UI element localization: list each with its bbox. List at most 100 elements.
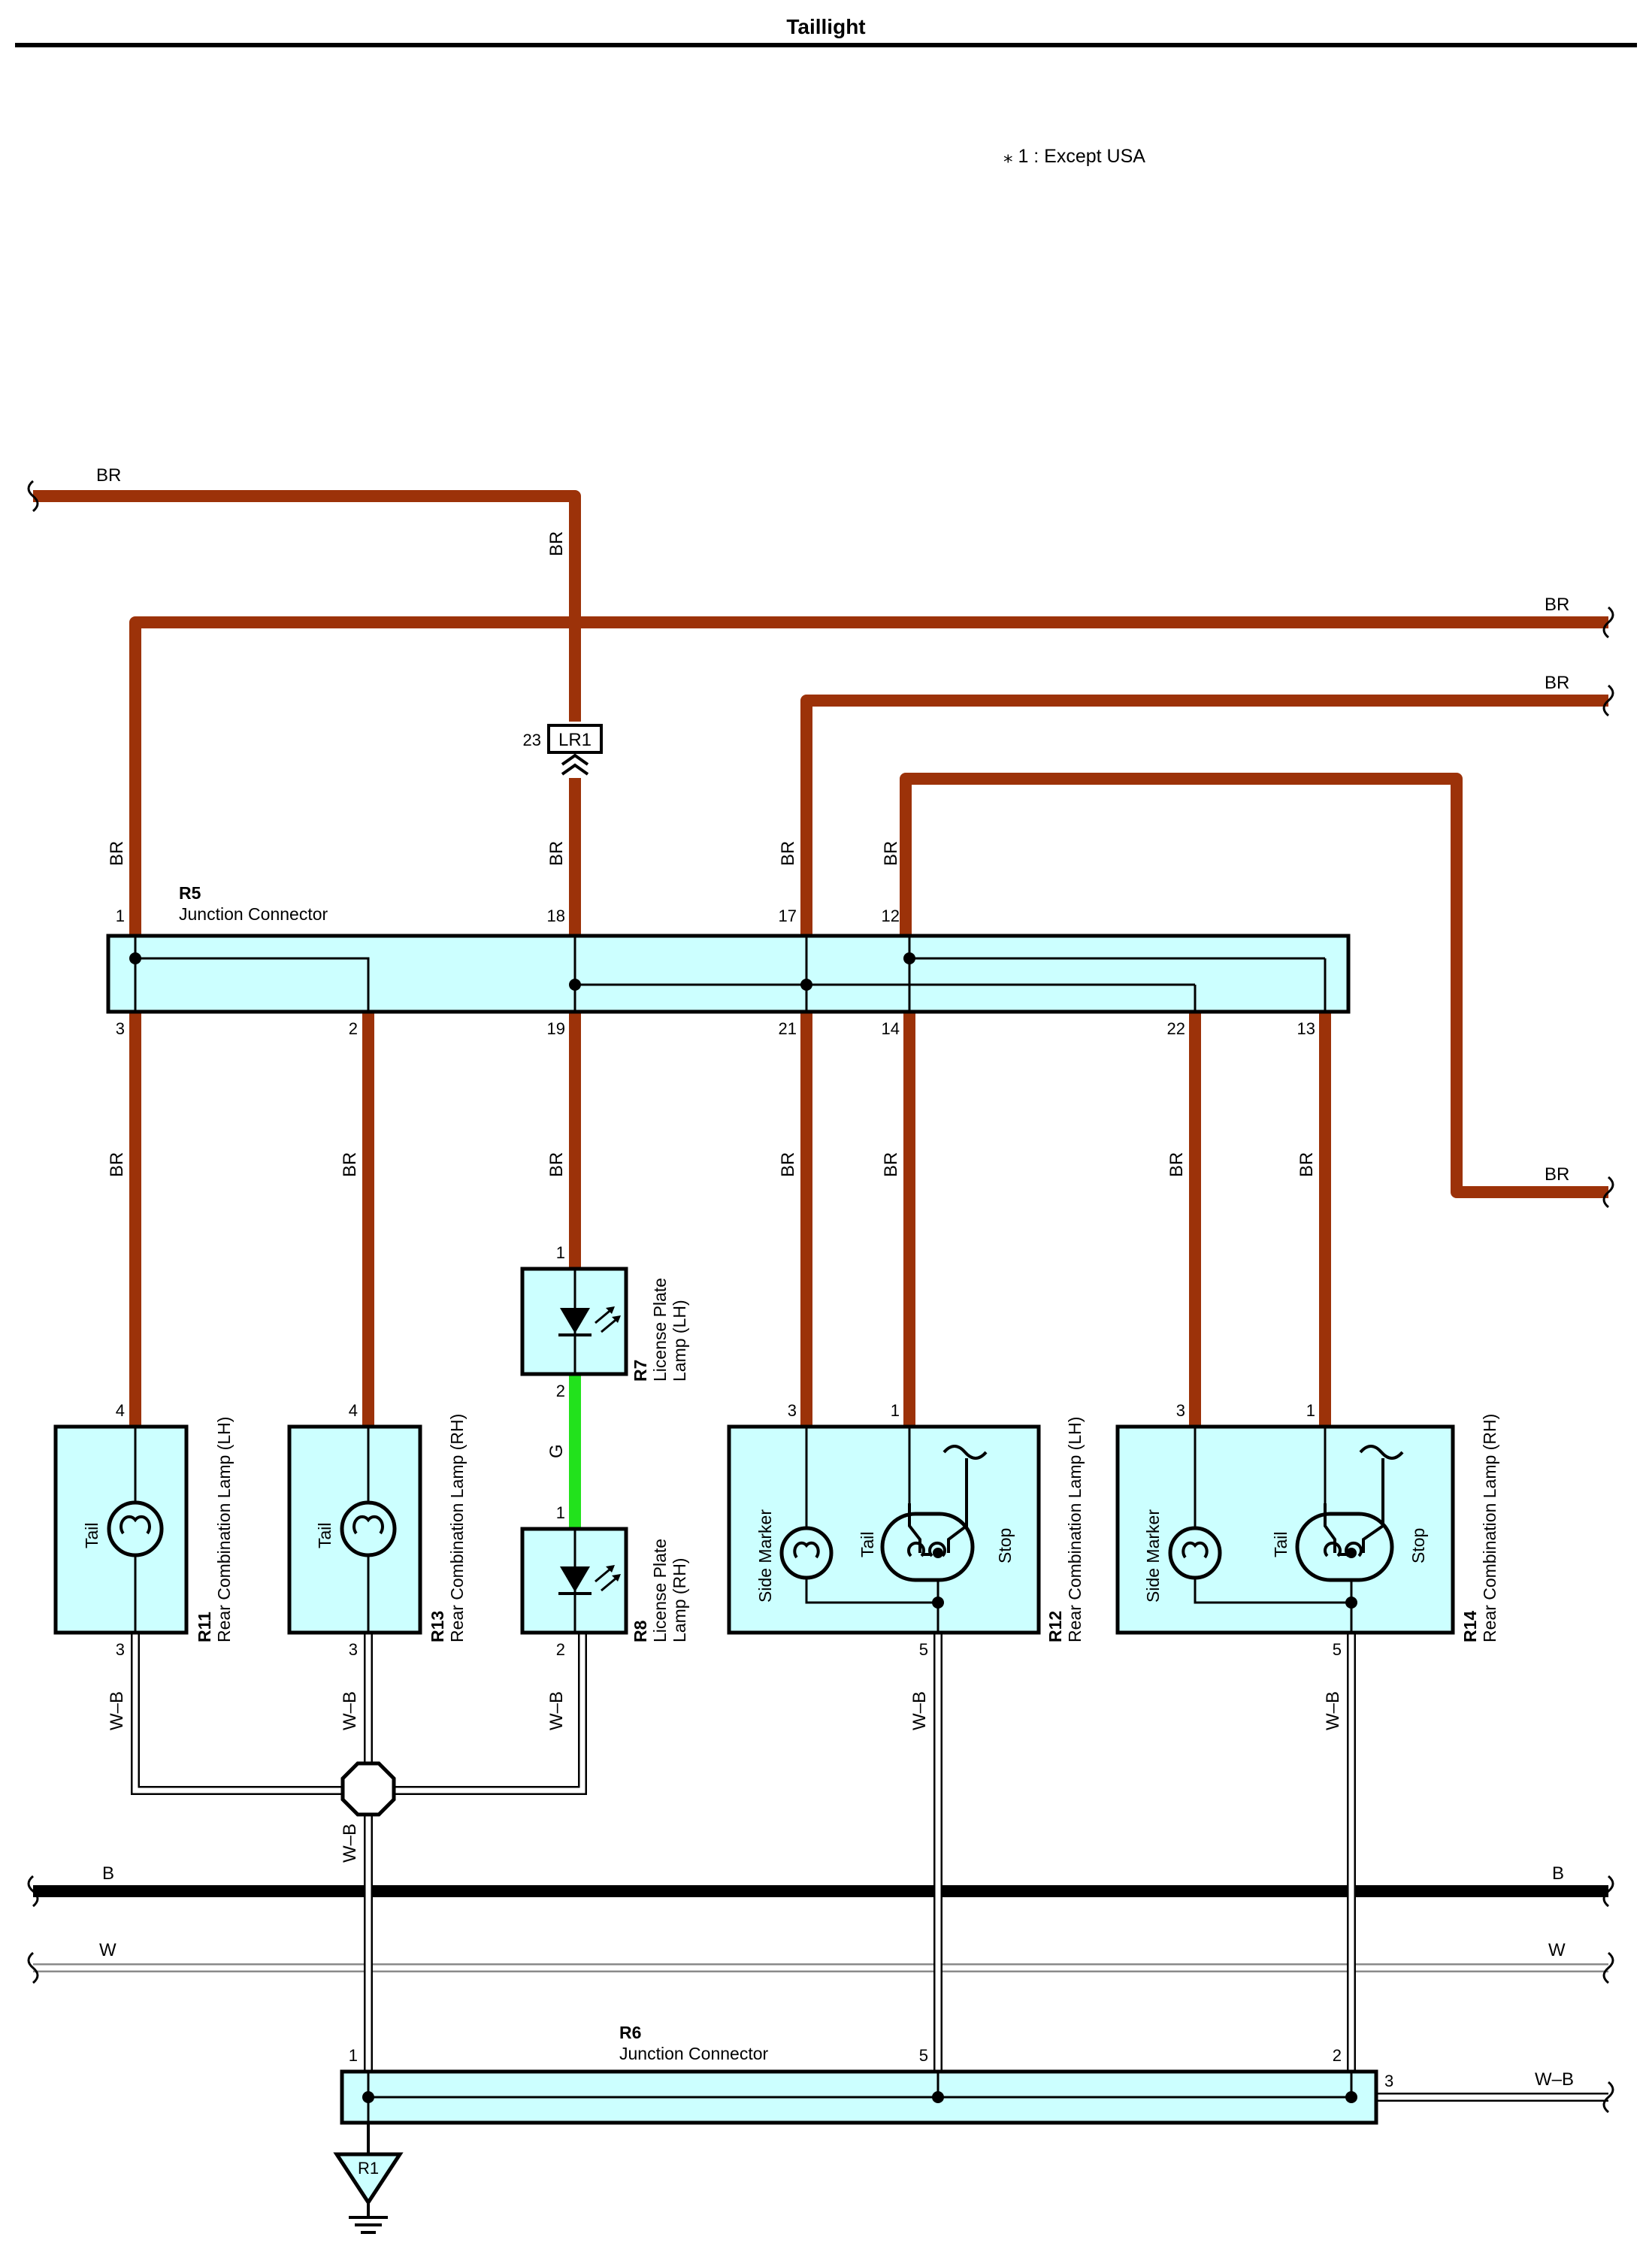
label-br-right-1: BR	[1545, 595, 1569, 615]
r14-pin-out: 5	[1333, 1640, 1342, 1659]
ground-r1-label: R1	[358, 2159, 379, 2178]
r6-pin-3: 3	[1384, 2072, 1393, 2090]
r13-name: Rear Combination Lamp (RH)	[447, 1414, 467, 1642]
r8-pin-out: 2	[556, 1640, 565, 1659]
label-w-left: W	[99, 1940, 116, 1960]
r12-ref: R12	[1045, 1611, 1065, 1642]
r8-name-line1: License Plate	[650, 1539, 670, 1642]
r5-pin-12: 12	[882, 907, 900, 925]
r5-pin-21: 21	[779, 1019, 797, 1038]
r7-name-line2: Lamp (LH)	[670, 1300, 689, 1382]
label-br-top-left: BR	[96, 465, 121, 486]
label-br-v-r13: BR	[340, 1152, 360, 1177]
label-br-right-3: BR	[1545, 1164, 1569, 1185]
label-br-v-r12b: BR	[881, 1152, 901, 1177]
label-br-v-r11: BR	[107, 1152, 127, 1177]
double-filament-bulb-icon	[1295, 1512, 1394, 1582]
label-br-v-r14a: BR	[1166, 1152, 1187, 1177]
diagram-title: Taillight	[786, 15, 865, 38]
flasher-tilde-icon	[942, 1445, 988, 1460]
label-br-v-pin1: BR	[107, 841, 127, 866]
component-r7: 1 2 R7 License Plate Lamp (LH)	[520, 1243, 689, 1400]
wire-br-r5-pin12-feed	[900, 773, 1608, 1198]
r6-pin-1: 1	[349, 2046, 358, 2065]
r5-pin-3: 3	[116, 1019, 125, 1038]
label-wb-v-r8: W–B	[546, 1691, 567, 1730]
r13-bulb-label: Tail	[315, 1522, 334, 1548]
r8-ref: R8	[631, 1620, 650, 1642]
r14-stop-label: Stop	[1408, 1528, 1428, 1563]
r5-pin-17: 17	[779, 907, 797, 925]
label-b-right: B	[1552, 1863, 1564, 1884]
br-wires	[33, 490, 1608, 1427]
led-icon	[558, 1565, 621, 1595]
r14-ref: R14	[1460, 1611, 1480, 1642]
r11-name: Rear Combination Lamp (LH)	[214, 1417, 234, 1642]
wire-labels: BR BR BR BR B B W W W–B BR BR BR BR BR B…	[96, 465, 1574, 2090]
r12-pin-out: 5	[919, 1640, 928, 1659]
r13-pin-in: 4	[349, 1401, 358, 1420]
side-marker-bulb-icon	[1168, 1526, 1222, 1580]
label-br-v-pin12: BR	[881, 841, 901, 866]
r14-pin-a: 3	[1176, 1401, 1185, 1420]
label-wb-v-splice: W–B	[340, 1824, 360, 1863]
label-wb-v-r14: W–B	[1323, 1691, 1343, 1730]
r13-ref: R13	[428, 1611, 447, 1642]
label-b-left: B	[102, 1863, 114, 1884]
connector-r5-ref: R5	[179, 883, 201, 903]
r5-pin-22: 22	[1167, 1019, 1185, 1038]
r12-pin-b: 1	[891, 1401, 900, 1420]
connector-r6-ref: R6	[619, 2023, 641, 2042]
r5-pin-18: 18	[547, 907, 565, 925]
r11-bulb-label: Tail	[82, 1522, 101, 1548]
label-br-v-pin17: BR	[778, 841, 798, 866]
ground-r1: R1	[333, 2123, 404, 2234]
r5-pin-19: 19	[547, 1019, 565, 1038]
wire-br-top-in	[33, 490, 581, 722]
r7-pin-in: 1	[556, 1243, 565, 1262]
flasher-tilde-icon	[1359, 1445, 1404, 1460]
label-wb-v-r12: W–B	[909, 1691, 930, 1730]
r12-side-marker-label: Side Marker	[755, 1509, 775, 1603]
double-filament-bulb-icon	[880, 1512, 975, 1582]
r5-pin-2: 2	[349, 1019, 358, 1038]
label-br-v-r7: BR	[546, 1152, 567, 1177]
component-r11: Tail 4 3 R11 Rear Combination Lamp (LH)	[53, 1401, 234, 1659]
component-r14: Side Marker Tail Stop 3 1 5 R14 Rear Com…	[1115, 1401, 1499, 1659]
bulb-icon	[340, 1500, 397, 1557]
r6-pin-5: 5	[919, 2046, 928, 2065]
r5-pin-1: 1	[116, 907, 125, 925]
r7-ref: R7	[631, 1360, 650, 1382]
component-r8: 1 2 R8 License Plate Lamp (RH)	[520, 1503, 689, 1659]
r7-pin-out: 2	[556, 1382, 565, 1400]
note-text: ⁎ 1 : Except USA	[1003, 146, 1145, 167]
r12-stop-label: Stop	[995, 1528, 1015, 1563]
connector-lr1: LR1 23	[523, 724, 603, 776]
r7-name-line1: License Plate	[650, 1278, 670, 1382]
wire-break-marks	[27, 480, 1614, 2114]
wire-br-r5-pin1-feed	[129, 616, 1608, 936]
component-r13: Tail 4 3 R13 Rear Combination Lamp (RH)	[287, 1401, 467, 1659]
r14-tail-label: Tail	[1271, 1531, 1290, 1557]
r12-tail-label: Tail	[858, 1531, 877, 1557]
r8-pin-in: 1	[556, 1503, 565, 1522]
connector-r6: R6 Junction Connector 1 5 2 3	[340, 2023, 1393, 2125]
r14-name: Rear Combination Lamp (RH)	[1480, 1414, 1499, 1642]
ground-triangle-icon	[333, 2152, 404, 2206]
splice-point	[340, 1761, 396, 1817]
r12-name: Rear Combination Lamp (LH)	[1065, 1417, 1085, 1642]
label-br-right-2: BR	[1545, 673, 1569, 693]
r8-name-line2: Lamp (RH)	[670, 1558, 689, 1642]
label-g-v: G	[546, 1444, 567, 1458]
r5-pin-14: 14	[882, 1019, 900, 1038]
wire-br-r5-pin17-feed	[800, 695, 1608, 936]
connector-r6-name: Junction Connector	[619, 2044, 769, 2063]
label-br-v-lr1-upper: BR	[546, 531, 567, 556]
connector-lr1-label: LR1	[558, 730, 592, 750]
r5-pin-13: 13	[1297, 1019, 1315, 1038]
led-icon	[558, 1306, 621, 1336]
wb-crossings	[364, 1878, 1356, 1981]
label-br-v-r14b: BR	[1296, 1152, 1317, 1177]
connector-lr1-pin: 23	[523, 731, 541, 749]
